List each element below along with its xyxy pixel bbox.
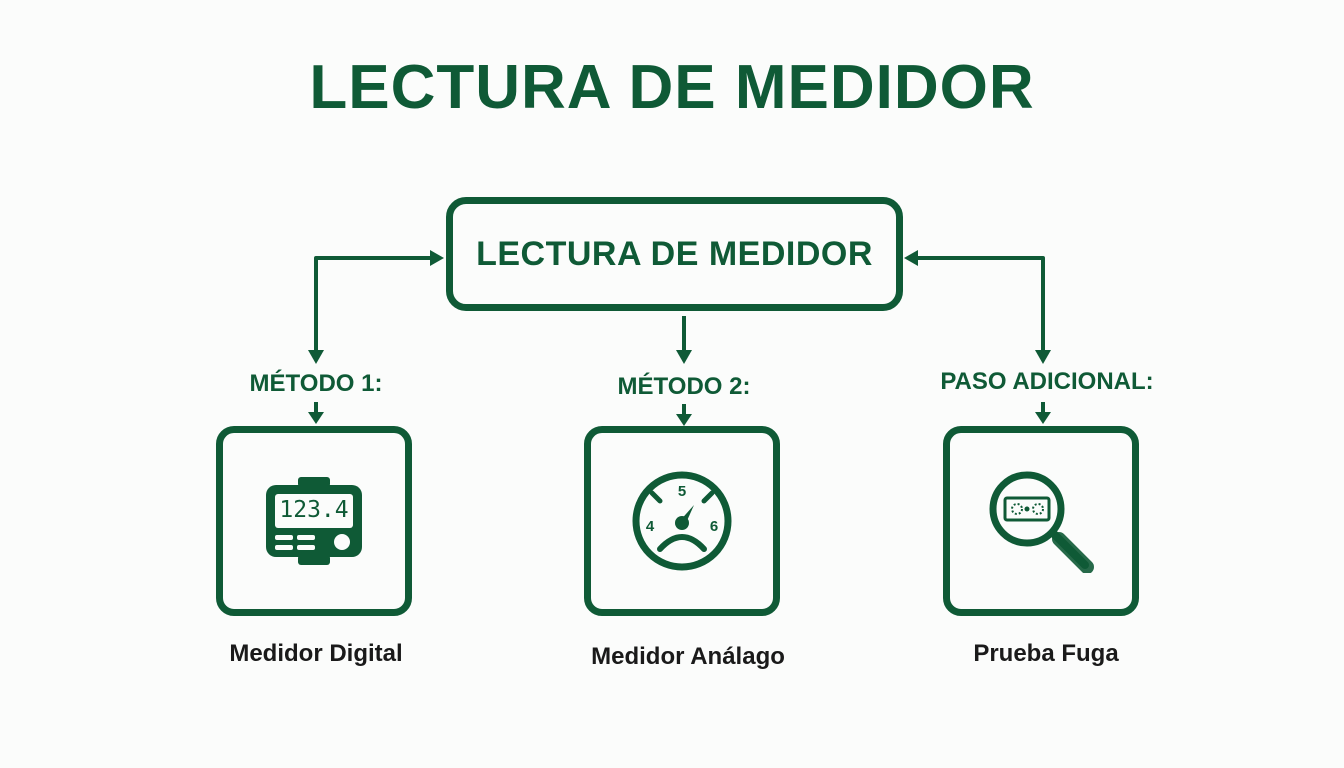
caption-leak-test: Prueba Fuga	[973, 640, 1119, 667]
page-title: LECTURA DE MEDIDOR	[309, 53, 1035, 122]
magnifier-meter-icon	[989, 471, 1094, 573]
root-node-label: LECTURA DE MEDIDOR	[476, 234, 873, 273]
step-label-additional: PASO ADICIONAL:	[940, 368, 1154, 395]
analog-gauge-icon: 5 4 6	[632, 471, 732, 571]
node-leak-test	[943, 426, 1139, 616]
step-label-method-2: MÉTODO 2:	[617, 373, 751, 400]
caption-digital-meter: Medidor Digital	[229, 640, 403, 667]
digital-meter-icon: 123.4	[264, 475, 364, 567]
dial-number-top: 5	[678, 483, 686, 500]
node-digital-meter: 123.4	[216, 426, 412, 616]
dial-number-right: 6	[710, 518, 718, 535]
root-node: LECTURA DE MEDIDOR	[446, 197, 903, 311]
caption-analog-meter: Medidor Análago	[591, 643, 785, 670]
step-label-method-1: MÉTODO 1:	[249, 370, 383, 397]
node-analog-meter: 5 4 6	[584, 426, 780, 616]
digital-display-value: 123.4	[279, 497, 349, 523]
dial-number-left: 4	[646, 518, 655, 535]
